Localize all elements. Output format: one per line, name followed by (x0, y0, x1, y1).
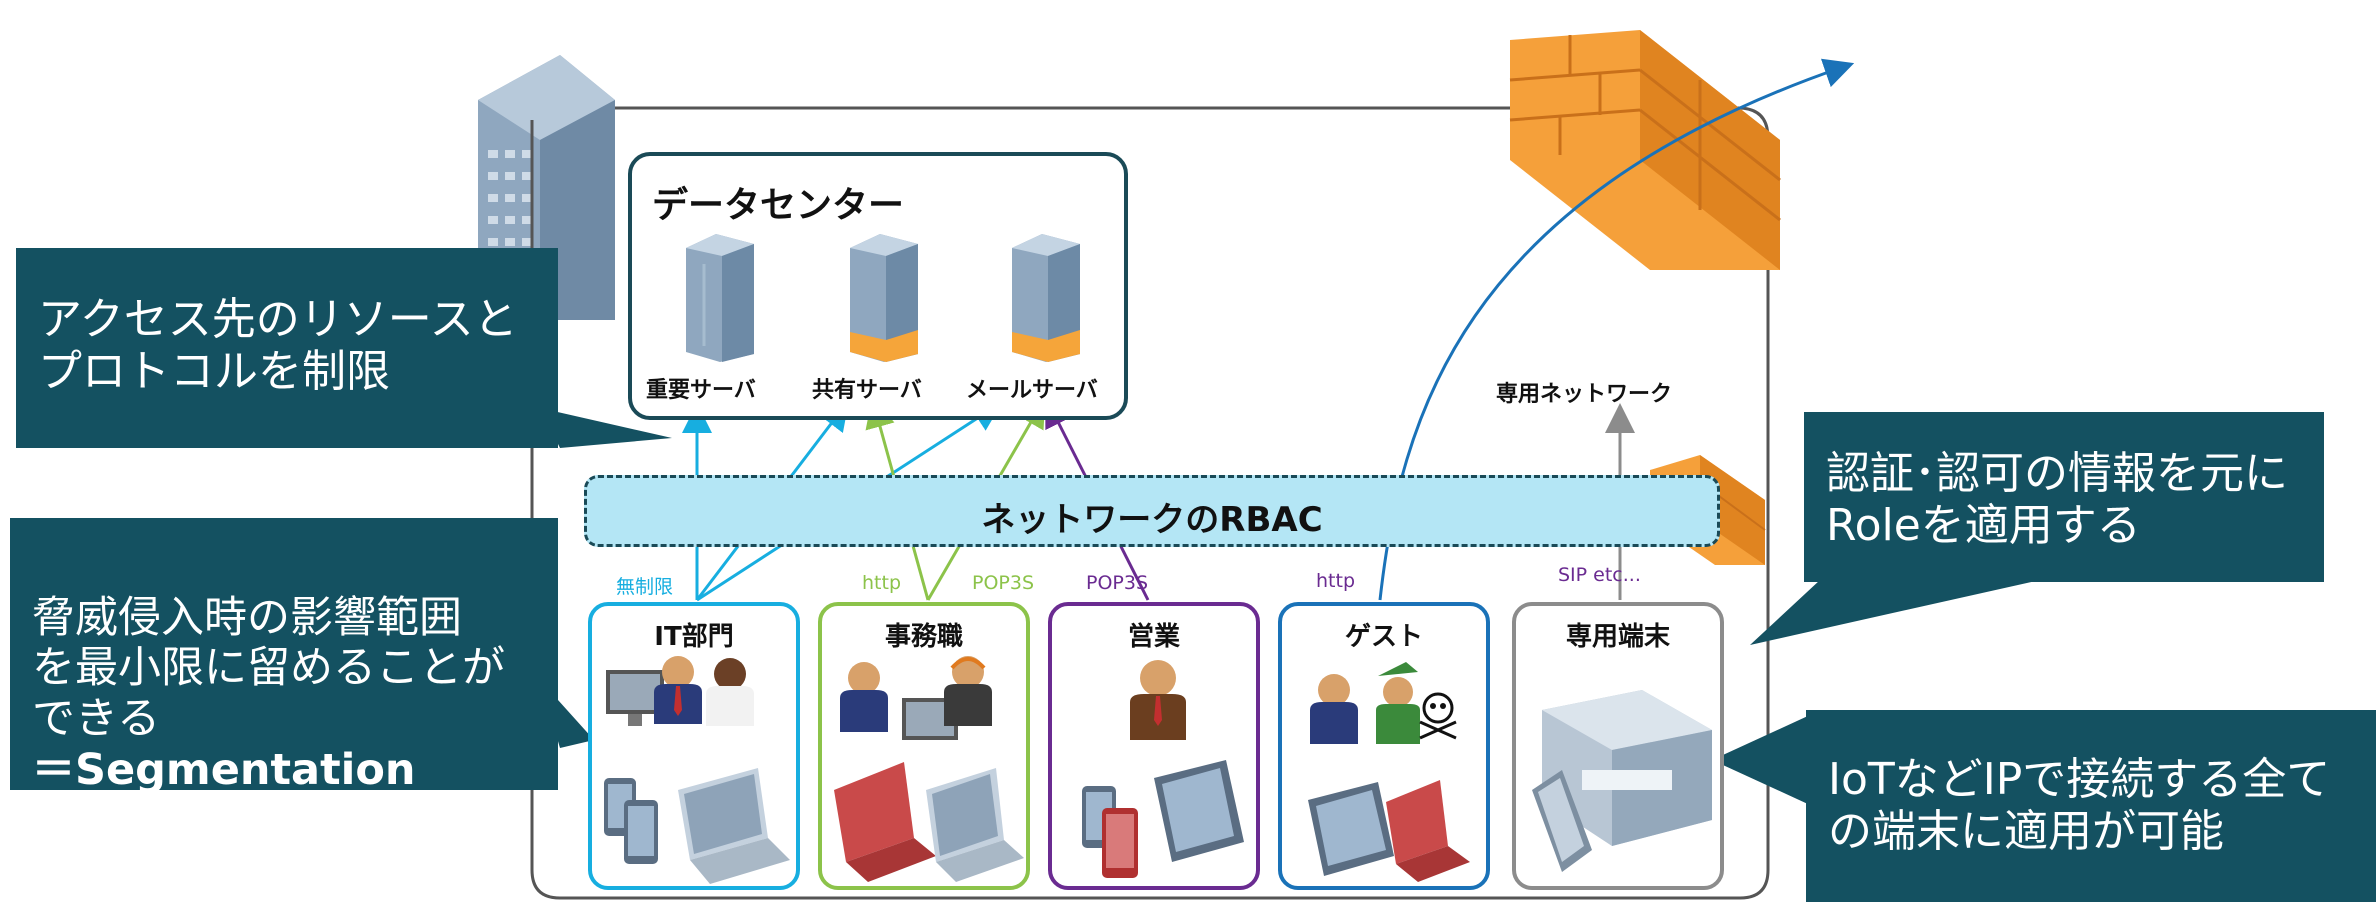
group-title: IT部門 (654, 622, 734, 652)
group-guest: ゲスト (1278, 602, 1490, 890)
smartphone-icon (624, 800, 658, 864)
protocol-label-office-http: http (862, 572, 902, 594)
dedicated-network-label: 専用ネットワーク (1496, 382, 1673, 407)
server-label-critical: 重要サーバ (646, 378, 756, 403)
callout-iot: IoTなどIPで接続する全て の端末に適用が可能 (1806, 710, 2376, 902)
server-icon (850, 234, 918, 362)
user-icon (1310, 674, 1358, 744)
server-label-mail: メールサーバ (966, 378, 1098, 403)
server-icon (686, 234, 754, 362)
protocol-label-sales: POP3S (1086, 572, 1149, 594)
tablet-icon (1308, 782, 1394, 876)
user-icon (706, 658, 754, 726)
group-title: 営業 (1127, 622, 1180, 652)
group-sales: 営業 (1048, 602, 1260, 890)
tablet-icon (1154, 760, 1244, 862)
callout-segmentation-strong: ＝Segmentation (32, 744, 416, 795)
dedicated-devices (1532, 690, 1712, 872)
callout-segmentation-text: 脅威侵入時の影響範囲 を最小限に留めることが できる (32, 592, 505, 745)
office-devices (834, 656, 1024, 882)
rbac-label: ネットワークのRBAC (981, 500, 1323, 540)
group-dedicated: 専用端末 (1512, 602, 1724, 890)
callout-segmentation: 脅威侵入時の影響範囲 を最小限に留めることが できる ＝Segmentation (10, 518, 558, 795)
callout-tail-role (1750, 580, 2040, 645)
firewall-icon (1509, 30, 1781, 270)
laptop-icon (834, 762, 936, 882)
callout-tail-iot (1712, 715, 1810, 805)
protocol-label-dedicated: SIP etc... (1558, 564, 1641, 586)
group-title: 専用端末 (1565, 622, 1670, 652)
smartphone-icon (1102, 808, 1138, 878)
guest-devices (1308, 662, 1470, 882)
server-icon (1012, 234, 1080, 362)
protocol-label-it: 無制限 (616, 576, 674, 598)
rbac-band: ネットワークのRBAC (584, 475, 1720, 547)
user-icon (1130, 660, 1186, 740)
group-title: ゲスト (1344, 622, 1423, 652)
enterprise-boundary (530, 106, 1770, 900)
sales-devices (1082, 660, 1244, 878)
phone-icon (1532, 770, 1592, 872)
user-icon (944, 656, 992, 726)
laptop-icon (926, 768, 1024, 882)
laptop-icon (1386, 780, 1470, 882)
hacker-icon (1376, 662, 1420, 744)
laptop-icon (678, 768, 790, 884)
it-dept-devices (604, 656, 790, 884)
datacenter-box: データセンター 重要サーバ 共有サーバ メールサーバ (628, 152, 1128, 420)
skull-icon (1419, 692, 1457, 740)
printer-icon (1542, 690, 1712, 846)
group-it-dept: IT部門 (588, 602, 800, 890)
protocol-label-guest: http (1316, 570, 1356, 592)
datacenter-title: データセンター (652, 185, 905, 226)
protocol-label-office-pop3s: POP3S (972, 572, 1035, 594)
user-icon (654, 656, 702, 724)
callout-tail-resources (540, 408, 672, 448)
callout-role: 認証･認可の情報を元に Roleを適用する (1804, 412, 2324, 582)
server-label-shared: 共有サーバ (812, 378, 922, 403)
group-title: 事務職 (884, 622, 963, 652)
callout-resources: アクセス先のリソースと プロトコルを制限 (16, 248, 558, 448)
user-icon (840, 662, 888, 732)
group-office: 事務職 (818, 602, 1030, 890)
